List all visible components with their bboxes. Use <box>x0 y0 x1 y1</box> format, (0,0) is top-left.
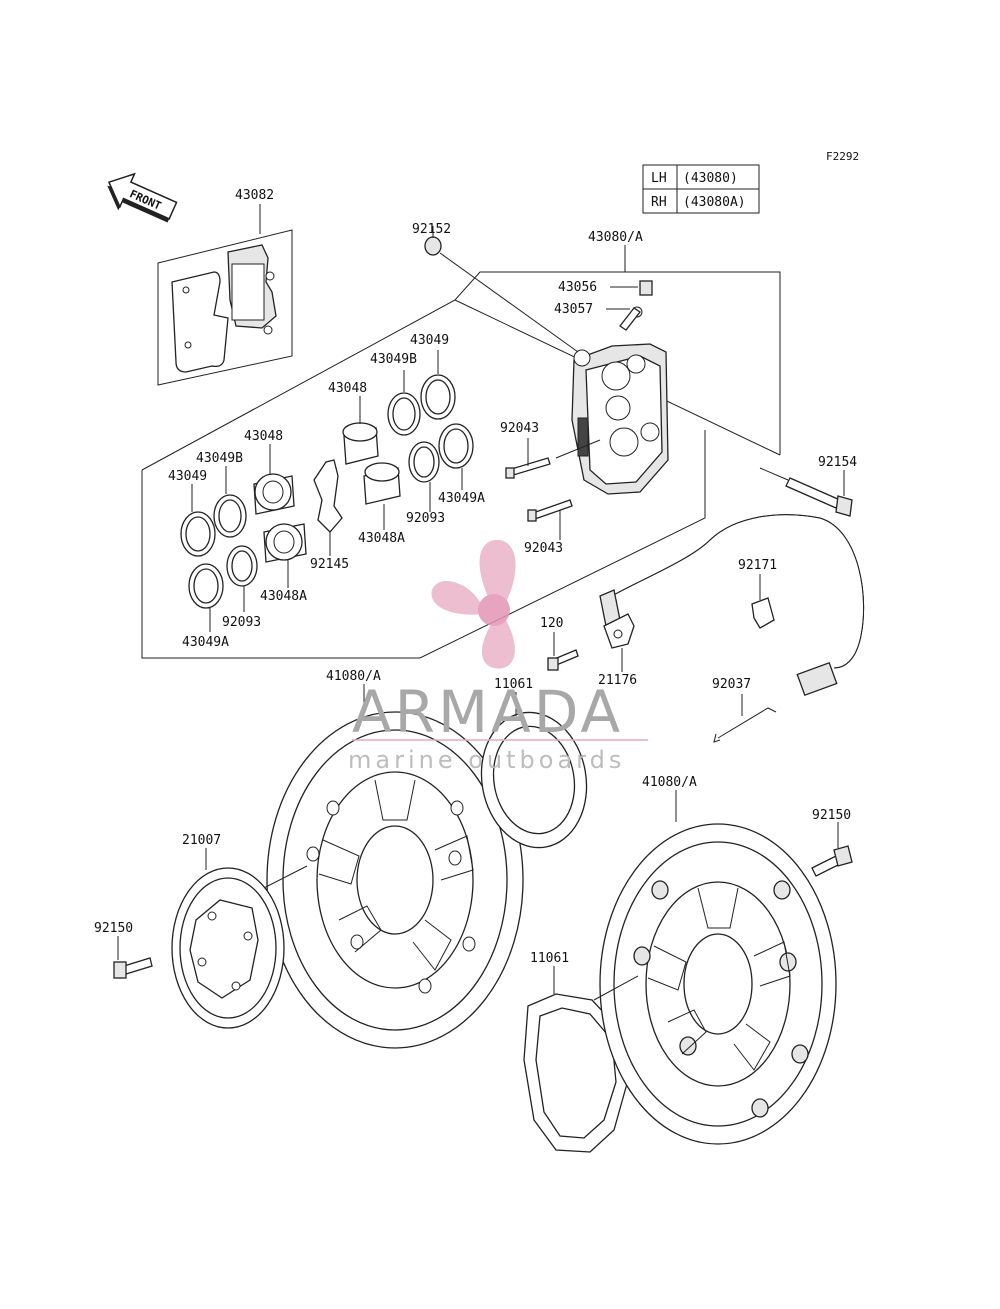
callout-43048-left: 43048 <box>244 429 283 444</box>
callout-92150-left: 92150 <box>94 921 133 936</box>
gasket-top <box>480 692 588 849</box>
callout-21007: 21007 <box>182 833 221 848</box>
callout-120: 120 <box>540 616 563 631</box>
abs-rotor-ring <box>171 848 285 1029</box>
callout-92043-top: 92043 <box>500 421 539 436</box>
callout-92145: 92145 <box>310 557 349 572</box>
bleeder-valve <box>606 280 653 331</box>
bolt-92150-right <box>811 822 853 877</box>
callout-92171: 92171 <box>738 558 777 573</box>
callout-43049-top: 43049 <box>410 333 449 348</box>
seals-and-pistons <box>180 350 474 632</box>
table-side-rh: RH <box>651 195 667 210</box>
callout-43056: 43056 <box>558 280 597 295</box>
armada-watermark: ARMADA marine outboards <box>348 539 648 774</box>
callout-43080A: 43080/A <box>588 230 643 245</box>
callout-43049B-left: 43049B <box>196 451 243 466</box>
callout-43049A-low: 43049A <box>182 635 229 650</box>
callout-92093-mid: 92093 <box>406 511 445 526</box>
callout-92150-right: 92150 <box>812 808 851 823</box>
watermark-title: ARMADA <box>352 678 623 746</box>
callout-21176: 21176 <box>598 673 637 688</box>
callout-43048A-low: 43048A <box>260 589 307 604</box>
callout-43049-left: 43049 <box>168 469 207 484</box>
caliper-pins <box>505 438 601 540</box>
callout-92043-bottom: 92043 <box>524 541 563 556</box>
callout-labels: 43082 92152 43080/A 43056 43057 43049 43… <box>94 188 857 966</box>
callout-43049B-top: 43049B <box>370 352 417 367</box>
callout-92152: 92152 <box>412 222 451 237</box>
brake-disc-right <box>593 823 837 1145</box>
callout-11061-top: 11061 <box>494 677 533 692</box>
callout-43057: 43057 <box>554 302 593 317</box>
washer-92152 <box>424 226 579 353</box>
table-part-rh: (43080A) <box>683 195 746 210</box>
brake-pad-set <box>157 204 293 386</box>
gasket-bottom <box>523 966 629 1153</box>
table-part-lh: (43080) <box>683 171 738 186</box>
callout-41080A-right: 41080/A <box>642 775 697 790</box>
callout-43049A-mid: 43049A <box>438 491 485 506</box>
table-side-lh: LH <box>651 171 667 186</box>
callout-41080A-left: 41080/A <box>326 669 381 684</box>
callout-11061-bottom: 11061 <box>530 951 569 966</box>
front-direction-arrow: FRONT <box>107 172 178 223</box>
callout-43082: 43082 <box>235 188 274 203</box>
bolt-92154 <box>759 467 853 517</box>
brake-caliper-body <box>571 343 669 495</box>
brake-disc-left <box>259 711 524 1049</box>
watermark-subtitle: marine outboards <box>348 746 625 774</box>
callout-43048-top: 43048 <box>328 381 367 396</box>
callout-92154: 92154 <box>818 455 857 470</box>
side-part-table: LH (43080) RH (43080A) <box>642 164 760 214</box>
callout-92093-low: 92093 <box>222 615 261 630</box>
callout-43048A-mid: 43048A <box>358 531 405 546</box>
propeller-logo <box>431 539 516 669</box>
callout-92037: 92037 <box>712 677 751 692</box>
bolt-92150-left <box>113 936 153 979</box>
abs-sensor-assembly <box>547 514 865 743</box>
figure-code: F2292 <box>826 150 859 163</box>
